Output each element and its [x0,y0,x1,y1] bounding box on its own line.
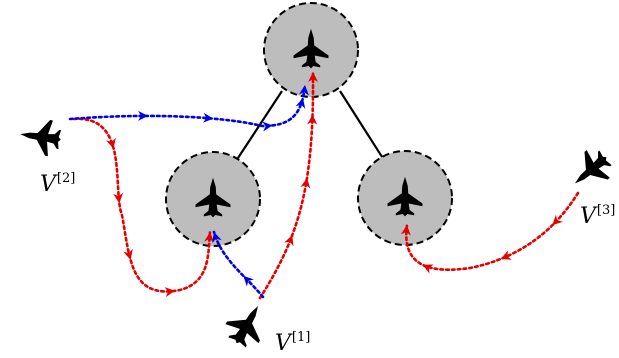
arrowhead [422,264,434,274]
formation-edges [235,90,385,162]
fighter-jet-icon [563,143,618,198]
arrowhead [138,110,149,121]
agent-label-v3: V[3] [580,203,615,229]
arrowhead [106,137,116,149]
edge-top-right [339,90,385,161]
arrowhead [500,250,512,260]
path-v2-blue [68,83,307,128]
arrowhead [262,121,273,132]
arrowhead [204,232,215,243]
arrowhead [552,214,563,226]
agent-label-v1: V[1] [275,330,310,356]
agent-label-v2: V[2] [40,171,75,197]
trajectories [68,70,580,300]
arrowhead [123,248,133,260]
edge-top-left [235,90,283,162]
arrowhead [300,178,311,189]
arrowhead [400,225,411,236]
path-v1-blue [212,230,265,299]
fighter-jet-icon [17,116,64,158]
arrowhead [307,114,318,125]
path-v1-red [258,70,315,300]
arrowhead [284,235,294,247]
arrowhead [202,112,214,123]
arrowhead [243,275,254,287]
arrowhead [298,85,309,96]
arrowhead [295,97,306,109]
fighter-jet-icon [220,296,275,353]
arrowhead [164,287,176,298]
arrowhead [308,72,319,83]
arrowhead [212,232,222,244]
path-v2-red [72,117,212,293]
arrowhead [113,192,124,204]
